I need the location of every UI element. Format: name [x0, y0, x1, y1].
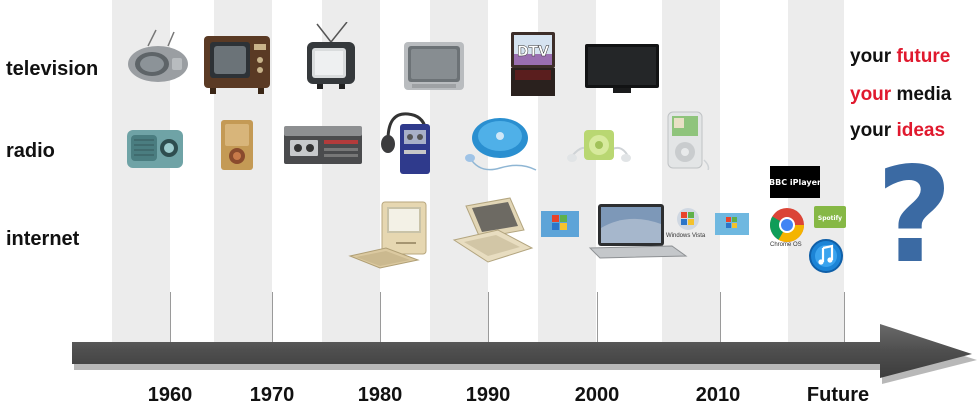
- tv-1980-rabbit-ears-icon: [303, 22, 359, 90]
- radio-1980-cassette-deck-icon: [282, 124, 364, 166]
- internet-1990-windows-box-icon: [540, 210, 580, 238]
- internet-2010-windows-vista-icon: [668, 206, 708, 232]
- bbc-iplayer-text: BBC iPlayer: [770, 178, 820, 187]
- question-mark-icon: ?: [876, 139, 953, 293]
- windows-vista-caption: Windows Vista: [666, 233, 706, 239]
- tick-1960: [170, 292, 171, 352]
- tv-1970-wooden-icon: [202, 34, 272, 96]
- radio-1970-transistor-icon: [219, 118, 255, 172]
- radio-1980-walkman-icon: [378, 110, 436, 180]
- tv-1960-portable-icon: [126, 28, 188, 86]
- radio-1960-tabletop-icon: [125, 126, 185, 170]
- decade-label-1960: 1960: [147, 384, 193, 406]
- radio-2010-ipod-classic-icon: [664, 110, 712, 170]
- internet-2010-windows7-box-icon: [714, 212, 750, 236]
- decade-label-2000: 2000: [574, 384, 620, 406]
- spotify-text: Spotify: [818, 215, 842, 222]
- decade-label-1990: 1990: [465, 384, 511, 406]
- tick-2010: [720, 292, 721, 352]
- tv-1990-crt-icon: [402, 40, 466, 94]
- radio-2000-ipod-shuffle-icon: [566, 112, 632, 168]
- spotify-logo: Spotify: [814, 206, 846, 228]
- decade-label-1980: 1980: [357, 384, 403, 406]
- tv-2010-flatscreen-icon: [583, 42, 661, 96]
- column-2010: [662, 0, 720, 345]
- internet-2000-macbook-icon: [588, 202, 688, 260]
- itunes-logo: [808, 238, 844, 274]
- chrome-logo: [768, 206, 806, 244]
- internet-1990-laptop-icon: [446, 196, 536, 268]
- internet-1980-macintosh-icon: [346, 200, 438, 270]
- tagline-line-3: your ideas: [850, 120, 946, 141]
- row-label-radio: radio: [6, 140, 55, 162]
- chrome-os-caption: Chrome OS: [770, 242, 802, 248]
- timeline-arrow: [72, 324, 977, 384]
- tick-2000: [597, 292, 598, 352]
- tick-1980: [380, 292, 381, 352]
- tick-1970: [272, 292, 273, 352]
- tv-2000-dtv-icon: DTV: [509, 30, 557, 98]
- decade-label-future: Future: [806, 384, 870, 406]
- tagline-line-1: your future: [850, 46, 951, 67]
- row-label-television: television: [6, 58, 99, 80]
- dtv-screen-text: DTV: [517, 44, 549, 60]
- bbc-iplayer-logo: BBC iPlayer: [770, 166, 820, 198]
- decade-label-1970: 1970: [249, 384, 295, 406]
- decade-label-2010: 2010: [695, 384, 741, 406]
- row-label-internet: internet: [6, 228, 80, 250]
- tagline-line-2: your media: [850, 84, 952, 105]
- tick-future: [844, 292, 845, 352]
- radio-1990-discman-icon: [460, 114, 542, 176]
- tick-1990: [488, 292, 489, 352]
